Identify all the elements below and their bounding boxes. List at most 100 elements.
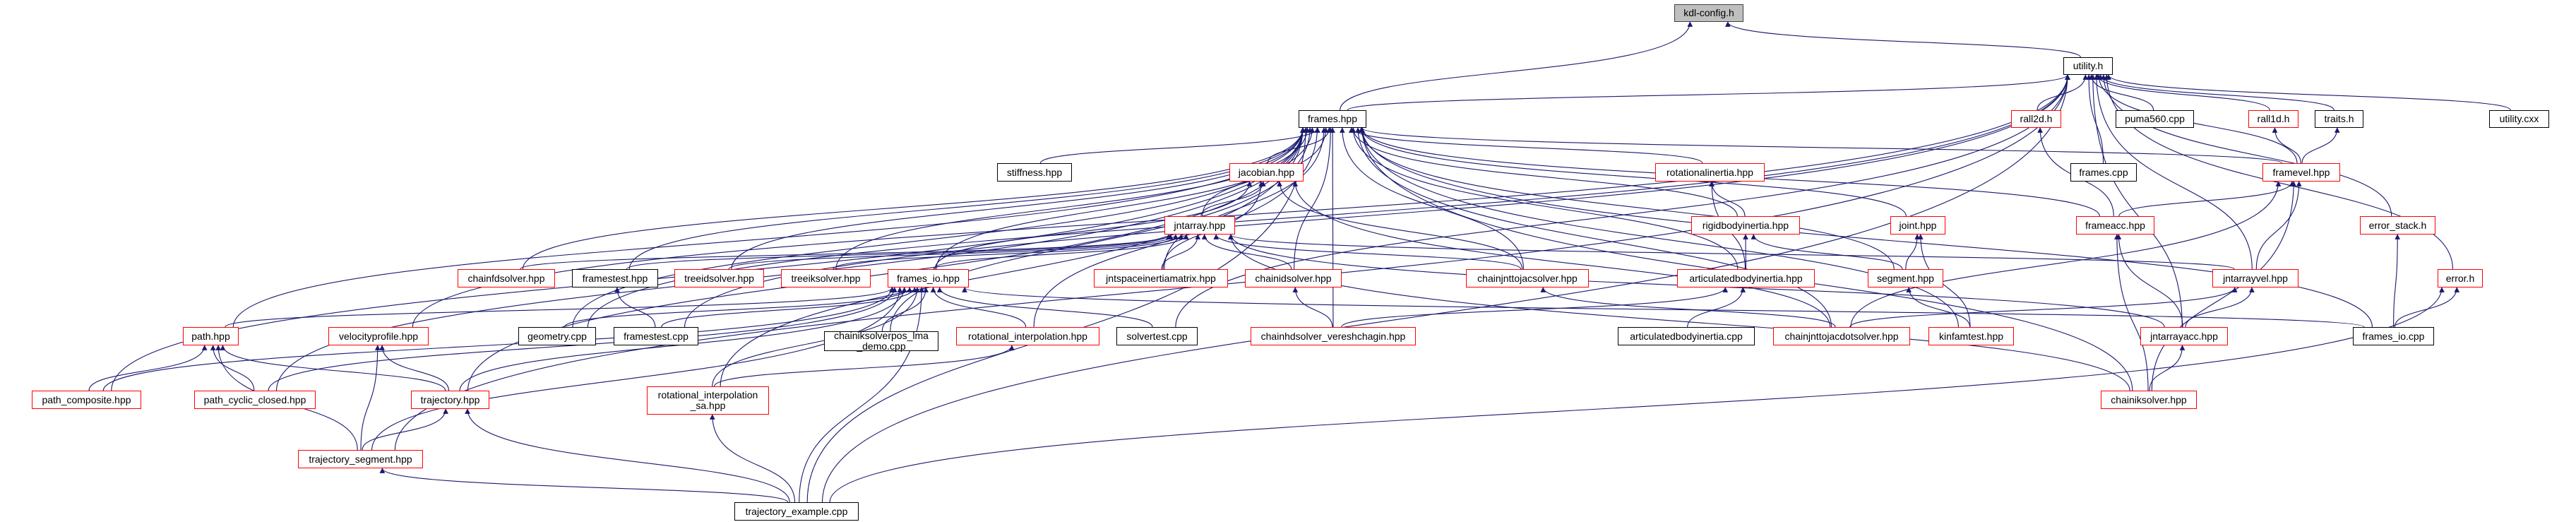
node-rotinterp[interactable]: rotational_interpolation.hpp xyxy=(956,327,1099,345)
node-rall2d[interactable]: rall2d.h xyxy=(2011,110,2061,128)
edge-vereshchagin-to-chainidsolver xyxy=(1292,287,1333,328)
edge-solvertest-to-framesio xyxy=(936,287,1153,328)
node-geometry[interactable]: geometry.cpp xyxy=(518,327,596,345)
edge-trajsegment-to-utility xyxy=(394,74,2070,451)
edge-trajexample-to-error xyxy=(829,287,2445,503)
node-segment[interactable]: segment.hpp xyxy=(1868,269,1943,287)
node-frames[interactable]: frames.hpp xyxy=(1299,110,1366,128)
node-path[interactable]: path.hpp xyxy=(183,327,239,345)
edge-framesiocpp-to-frames xyxy=(1359,127,2373,328)
edge-utility-to-kdlconfig xyxy=(1725,21,2081,58)
edge-pathcomposite-to-frames xyxy=(111,127,1306,391)
edge-pathcomposite-to-framesio xyxy=(102,287,895,391)
edge-trajexample-to-rotinterpsa xyxy=(709,414,796,503)
node-framesiocpp[interactable]: frames_io.cpp xyxy=(2353,327,2434,345)
edge-framesiocpp-to-framesio xyxy=(962,287,2365,328)
edge-framesio-to-jntarray xyxy=(933,234,1189,270)
edge-framescpp-to-utility xyxy=(2086,74,2104,164)
node-treeidsolver[interactable]: treeidsolver.hpp xyxy=(674,269,764,287)
node-puma560[interactable]: puma560.cpp xyxy=(2116,110,2194,128)
node-jacdot[interactable]: chainjnttojacdotsolver.hpp xyxy=(1773,327,1910,345)
node-trajexample[interactable]: trajectory_example.cpp xyxy=(734,502,859,521)
node-framestestcpp[interactable]: framestest.cpp xyxy=(614,327,698,345)
edge-pathcyclic-to-path xyxy=(210,345,255,391)
edge-chainjnttojac-to-frames xyxy=(1339,127,1525,270)
edge-rotinterpsa-to-rotinterp xyxy=(714,345,1015,387)
node-rall1d[interactable]: rall1d.h xyxy=(2248,110,2298,128)
node-framevel[interactable]: framevel.hpp xyxy=(2262,163,2340,182)
node-trajectory[interactable]: trajectory.hpp xyxy=(411,391,489,409)
edge-trajectory-to-velprofile xyxy=(379,345,450,391)
edge-treeiksolver-to-frames xyxy=(835,127,1310,270)
edge-jntarrayacc-to-utility xyxy=(2089,74,2183,328)
edge-rigidbody-to-frames xyxy=(1350,127,1738,217)
node-abicpp[interactable]: articulatedbodyinertia.cpp xyxy=(1618,327,1755,345)
edge-segment-to-frames xyxy=(1358,127,1895,270)
edge-framestestcpp-to-utility xyxy=(684,74,2070,328)
edge-frames-to-kdlconfig xyxy=(1340,21,1693,111)
edge-chainiksolver-to-framevel xyxy=(2151,181,2297,391)
edge-trajsegment-to-trajectory xyxy=(362,408,448,451)
edge-segment-to-rigidbody xyxy=(1751,234,1903,270)
edge-vereshchagin-to-abi xyxy=(1341,287,1729,328)
node-jntarrayacc[interactable]: jntarrayacc.hpp xyxy=(2140,327,2228,345)
node-jntarrayvel[interactable]: jntarrayvel.hpp xyxy=(2212,269,2298,287)
node-rigidbody[interactable]: rigidbodyinertia.hpp xyxy=(1691,216,1800,235)
node-traits[interactable]: traits.h xyxy=(2315,110,2363,128)
node-velprofile[interactable]: velocityprofile.hpp xyxy=(328,327,429,345)
node-chainidsolver[interactable]: chainidsolver.hpp xyxy=(1245,269,1342,287)
node-chainfdsolver[interactable]: chainfdsolver.hpp xyxy=(458,269,555,287)
node-abi[interactable]: articulatedbodyinertia.hpp xyxy=(1677,269,1815,287)
node-pathcyclic[interactable]: path_cyclic_closed.hpp xyxy=(194,391,316,409)
edge-frames-to-utility xyxy=(1347,74,2070,111)
node-errorstack[interactable]: error_stack.h xyxy=(2360,216,2435,235)
node-treeiksolver[interactable]: treeiksolver.hpp xyxy=(781,269,871,287)
edge-framestestcpp-to-framestesthpp xyxy=(614,287,656,328)
edge-jntarrayvel-to-framevel xyxy=(2255,181,2302,270)
node-chainiksolver[interactable]: chainiksolver.hpp xyxy=(2101,391,2197,409)
edge-segment-to-joint xyxy=(1905,234,1920,270)
edge-rotinterp-to-framesio xyxy=(930,287,1027,328)
node-vereshchagin[interactable]: chainhdsolver_vereshchagin.hpp xyxy=(1251,327,1416,345)
edge-jntarray-to-jacobian xyxy=(1200,181,1266,217)
edge-joint-to-frames xyxy=(1359,127,1907,217)
node-chainjnttojac[interactable]: chainjnttojacsolver.hpp xyxy=(1466,269,1589,287)
node-framesio[interactable]: frames_io.hpp xyxy=(888,269,969,287)
edge-framevel-to-traits xyxy=(2301,127,2340,164)
node-kinfamtest[interactable]: kinfamtest.hpp xyxy=(1928,327,2014,345)
edge-traits-to-utility xyxy=(2097,74,2334,111)
edge-chainiksolver-to-frameacc xyxy=(2114,234,2149,391)
node-rotinertia[interactable]: rotationalinertia.hpp xyxy=(1655,163,1765,182)
node-pathcomposite[interactable]: path_composite.hpp xyxy=(32,391,141,409)
edge-jntarrayacc-to-jntarrayvel xyxy=(2185,287,2255,328)
node-jntarray[interactable]: jntarray.hpp xyxy=(1164,216,1235,235)
edge-puma560-to-utility xyxy=(2088,74,2154,111)
node-frameacc[interactable]: frameacc.hpp xyxy=(2076,216,2154,235)
node-trajsegment[interactable]: trajectory_segment.hpp xyxy=(298,450,423,468)
node-solvertest[interactable]: solvertest.cpp xyxy=(1116,327,1198,345)
edge-path-to-framesio xyxy=(225,287,895,328)
node-jntspace[interactable]: jntspaceinertiamatrix.hpp xyxy=(1094,269,1228,287)
edge-chainjnttojac-to-jntarray xyxy=(1213,234,1522,270)
edge-framesiocpp-to-error xyxy=(2394,287,2460,328)
node-framescpp[interactable]: frames.cpp xyxy=(2070,163,2137,182)
node-jacobian[interactable]: jacobian.hpp xyxy=(1229,163,1304,182)
edge-abicpp-to-abi xyxy=(1687,287,1746,328)
node-utility[interactable]: utility.h xyxy=(2063,57,2113,75)
node-error[interactable]: error.h xyxy=(2438,269,2483,287)
node-stiffness[interactable]: stiffness.hpp xyxy=(997,163,1072,182)
edge-errorstack-to-utility xyxy=(2101,74,2392,217)
edge-jacdot-to-framevel xyxy=(1850,181,2282,328)
node-joint[interactable]: joint.hpp xyxy=(1890,216,1945,235)
node-framestesthpp[interactable]: framestest.hpp xyxy=(572,269,658,287)
edge-velprofile-to-utility xyxy=(412,74,2070,328)
edge-framestestcpp-to-framesio xyxy=(661,287,918,328)
node-lmademo[interactable]: chainiksolverpos_lma _demo.cpp xyxy=(824,331,938,352)
edge-abi-to-frames xyxy=(1350,127,1739,270)
edge-rigidbody-to-rotinertia xyxy=(1709,181,1746,217)
node-rotinterpsa[interactable]: rotational_interpolation _sa.hpp xyxy=(647,386,769,415)
edge-rotinterpsa-to-framesio xyxy=(712,287,920,387)
node-utilitycxx[interactable]: utility.cxx xyxy=(2489,110,2549,128)
edge-chainfdsolver-to-frames xyxy=(522,127,1306,270)
